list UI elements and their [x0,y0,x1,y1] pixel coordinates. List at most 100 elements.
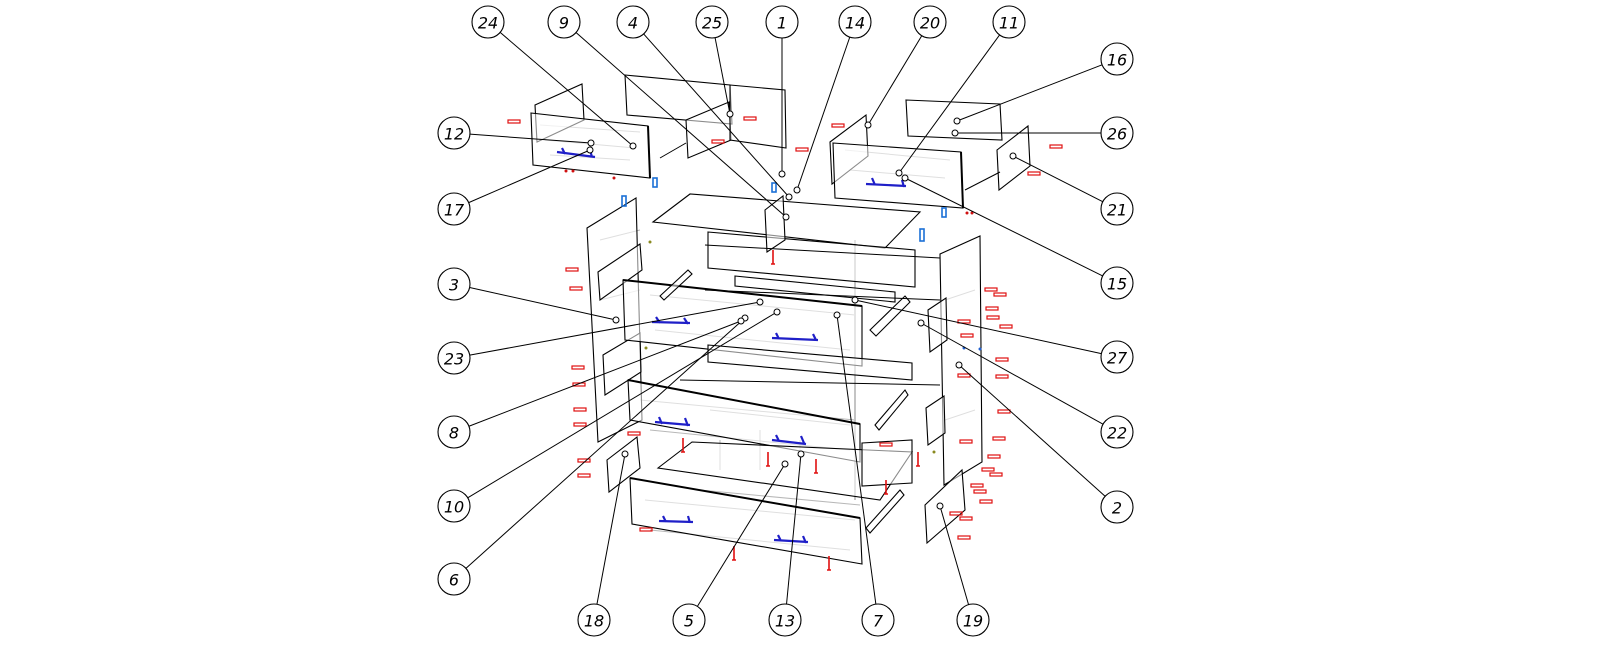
callout-anchor-27 [851,296,859,304]
callout-bubble-26 [1100,116,1134,150]
screw-icon [711,139,725,144]
callout-label: 22 [1107,424,1127,443]
hole-marker [648,240,652,244]
screw-icon [573,407,587,412]
callout-leader-25 [714,37,731,115]
callout-leader-18 [596,453,626,605]
callout-anchor-3 [612,316,620,324]
screw-icon [984,287,998,292]
callout-leader-20 [867,35,923,126]
callout-leader-2 [958,364,1106,497]
lower-runner-right [874,389,909,431]
screw-icon [1049,144,1063,149]
callout-anchor-21 [1009,152,1017,160]
callout-anchor-25 [726,110,734,118]
screw-icon [973,489,987,494]
callout-anchor-18 [621,450,629,458]
hole-marker [970,211,974,215]
callout-label: 3 [449,276,459,295]
lower-drawer-side [861,439,913,487]
callout-bubble-24 [471,5,505,39]
callout-anchor-14 [793,186,801,194]
screw-icon [993,292,1007,297]
center-shelf [651,193,922,249]
dowel-icon [814,459,818,474]
callout-label: 25 [702,14,722,33]
lower-drawer-handle-left [654,416,691,427]
callout-bubble-10 [437,489,471,523]
callout-anchor-5 [781,460,789,468]
right-carcass [679,235,983,545]
callout-anchor-22 [917,319,925,327]
screw-icon [959,439,973,444]
right-side-panel [939,235,983,486]
callout-bubble-13 [768,603,802,637]
callout-bubble-16 [1100,42,1134,76]
callout-label: 21 [1107,201,1127,220]
hole-marker [612,176,616,180]
middle-drawer-back [734,275,896,303]
hole-marker [564,169,568,173]
screw-icon [507,119,521,124]
top-left-drawer [530,74,787,179]
callout-leader-3 [469,286,617,321]
callout-leader-12 [469,133,592,144]
callout-bubble-18 [577,603,611,637]
lower-drawer [627,344,913,501]
screw-icon [985,306,999,311]
dowel-icon [681,438,685,453]
drawer-runner-right [869,295,911,337]
bottom-runner-right [865,489,905,534]
screw-icon [831,123,845,128]
callout-label: 13 [775,612,795,631]
callout-bubble-22 [1100,415,1134,449]
callout-bubble-8 [437,415,471,449]
screw-icon [987,454,1001,459]
callout-label: 9 [559,14,569,33]
callout-leader-8 [468,320,742,427]
callout-label: 27 [1107,349,1128,368]
brackets [621,177,947,242]
callout-leader-16 [956,64,1103,122]
callout-anchor-12 [587,139,595,147]
bracket-icon [941,207,947,218]
callout-anchor-19 [936,502,944,510]
hole-marker [978,347,982,351]
dowel-icon [766,452,770,467]
callout-leader-10 [467,311,778,499]
callout-leader-13 [786,453,802,605]
bracket-icon [771,182,777,193]
callout-label: 7 [873,612,884,631]
callout-label: 4 [628,14,638,33]
bottom-drawer [629,477,905,565]
callout-label: 1 [777,14,787,33]
callout-label: 18 [584,612,604,631]
left-carcass [586,197,643,494]
callout-leader-15 [904,177,1103,277]
callout-label: 19 [963,612,983,631]
dowel-icon [732,546,736,561]
screw-icon [999,324,1013,329]
callout-anchor-24 [629,142,637,150]
callout-bubble-6 [437,562,471,596]
callout-bubble-23 [437,341,471,375]
screw-icon [573,422,587,427]
dowel-icon [884,480,888,495]
center-upright [764,194,786,253]
callout-bubble-20 [913,5,947,39]
callout-label: 12 [444,125,464,144]
right-inner-panel-lower [925,394,946,447]
callout-anchor-17 [586,146,594,154]
callout-bubble-14 [838,5,872,39]
screw-icon [795,147,809,152]
lower-drawer-handle-right [771,434,807,446]
screw-icon [957,319,971,324]
callout-anchor-16 [953,117,961,125]
callout-label: 24 [478,14,498,33]
top-right-drawer-handle [865,177,907,188]
screw-icon [995,374,1009,379]
bracket-icon [621,195,627,207]
middle-drawer-handle-right [771,332,819,342]
callout-leader-24 [499,32,634,147]
